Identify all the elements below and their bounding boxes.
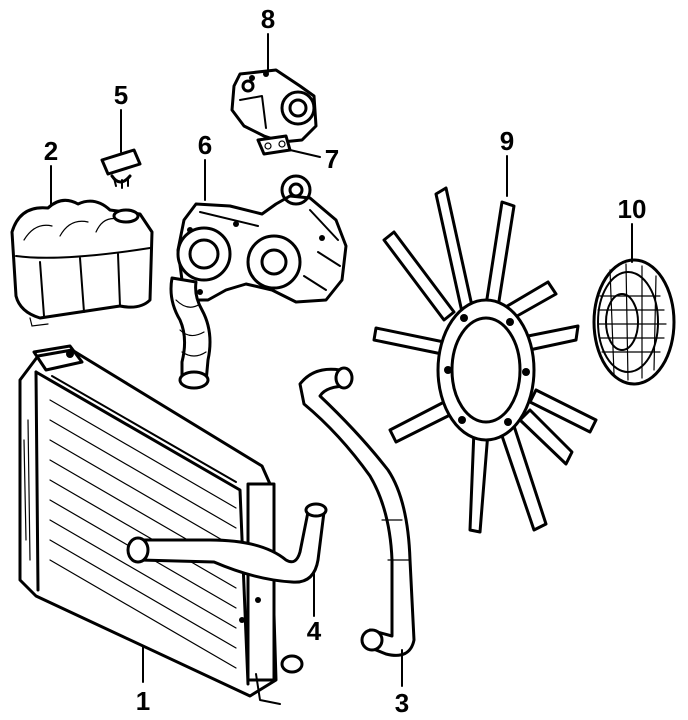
upper-radiator-hose <box>126 502 328 584</box>
callout-7: 7 <box>325 144 339 174</box>
callout-2: 2 <box>44 136 58 166</box>
callout-3: 3 <box>395 688 409 718</box>
callout-9: 9 <box>500 126 514 156</box>
callout-8: 8 <box>261 4 275 34</box>
callout-5: 5 <box>114 80 128 110</box>
radiator <box>18 344 304 705</box>
reservoir-cap <box>100 148 142 189</box>
fan-clutch <box>592 258 676 386</box>
water-pump <box>176 174 348 304</box>
fan-blade <box>372 186 598 534</box>
lower-radiator-hose <box>298 366 416 657</box>
callout-1: 1 <box>136 686 150 716</box>
pump-inlet-hose <box>169 276 212 390</box>
thermostat-housing <box>230 68 318 144</box>
coolant-reservoir <box>10 198 154 327</box>
gasket <box>256 134 292 156</box>
callout-6: 6 <box>198 130 212 160</box>
leader-lines <box>50 33 633 687</box>
callout-4: 4 <box>307 616 322 646</box>
callout-10: 10 <box>618 194 647 224</box>
